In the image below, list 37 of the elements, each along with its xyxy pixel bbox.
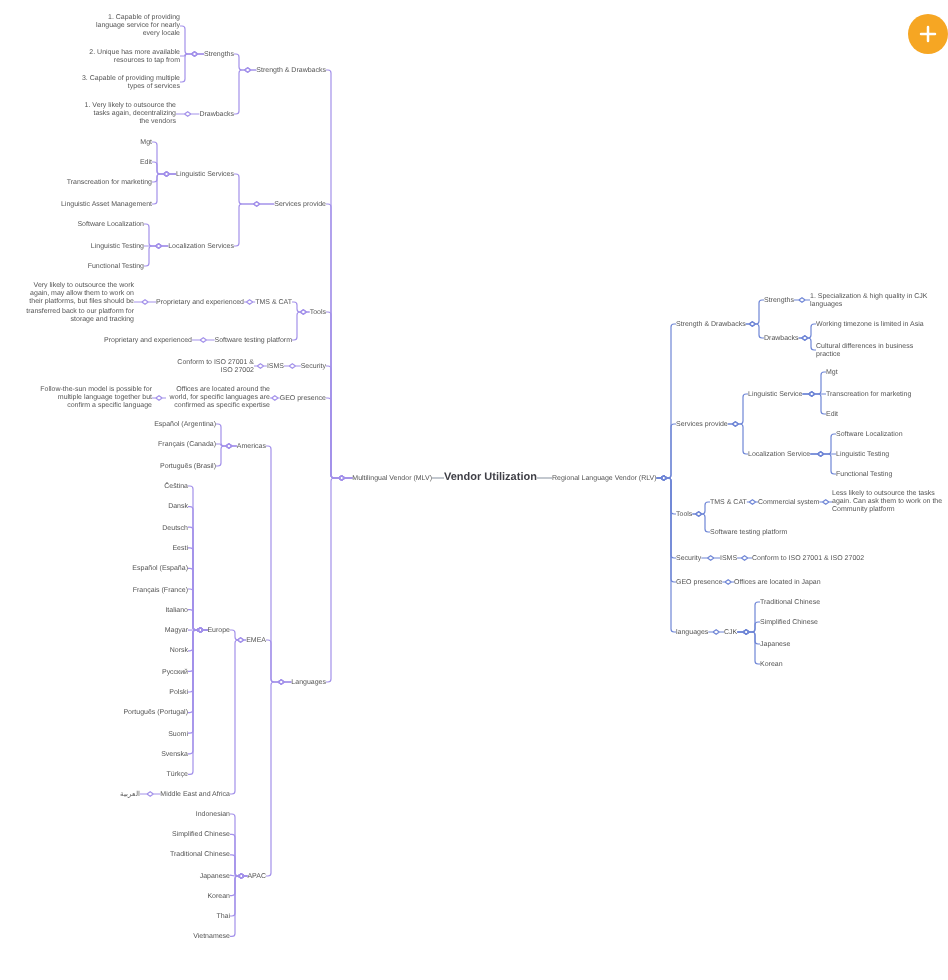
branch-connector xyxy=(707,629,725,635)
branch-connector xyxy=(721,579,735,585)
branch-connector xyxy=(325,475,353,683)
branch-connector xyxy=(233,67,257,115)
branch-connector xyxy=(798,335,817,351)
branch-connector xyxy=(215,443,238,467)
branch-connector xyxy=(655,475,677,633)
branch-connector xyxy=(745,321,765,339)
branch-connector xyxy=(139,791,161,797)
branch-connector xyxy=(151,395,167,401)
branch-connector xyxy=(727,421,749,455)
branch-connector xyxy=(253,363,268,369)
branch-connector xyxy=(265,679,292,877)
branch-connector xyxy=(700,555,721,561)
connector-line xyxy=(431,477,445,479)
branch-connector xyxy=(818,499,833,505)
branch-connector xyxy=(233,201,275,247)
branch-connector xyxy=(151,171,177,205)
branch-connector xyxy=(793,297,811,303)
branch-connector xyxy=(736,629,761,665)
connector-line xyxy=(536,477,553,479)
branch-connector xyxy=(691,511,711,533)
branch-connector xyxy=(179,51,205,83)
branch-connector xyxy=(736,555,753,561)
branch-connector xyxy=(283,363,302,369)
branch-connector xyxy=(143,243,169,267)
branch-connector xyxy=(269,395,281,401)
branch-connector xyxy=(229,873,249,937)
branch-connector xyxy=(801,391,827,415)
branch-connector xyxy=(229,637,247,795)
branch-connector xyxy=(243,299,256,305)
branch-connector xyxy=(133,299,157,305)
branch-connector xyxy=(191,337,216,343)
branch-connector xyxy=(809,451,837,475)
branch-connector xyxy=(746,499,759,505)
branch-connector xyxy=(291,309,311,341)
branch-connector xyxy=(175,111,200,117)
